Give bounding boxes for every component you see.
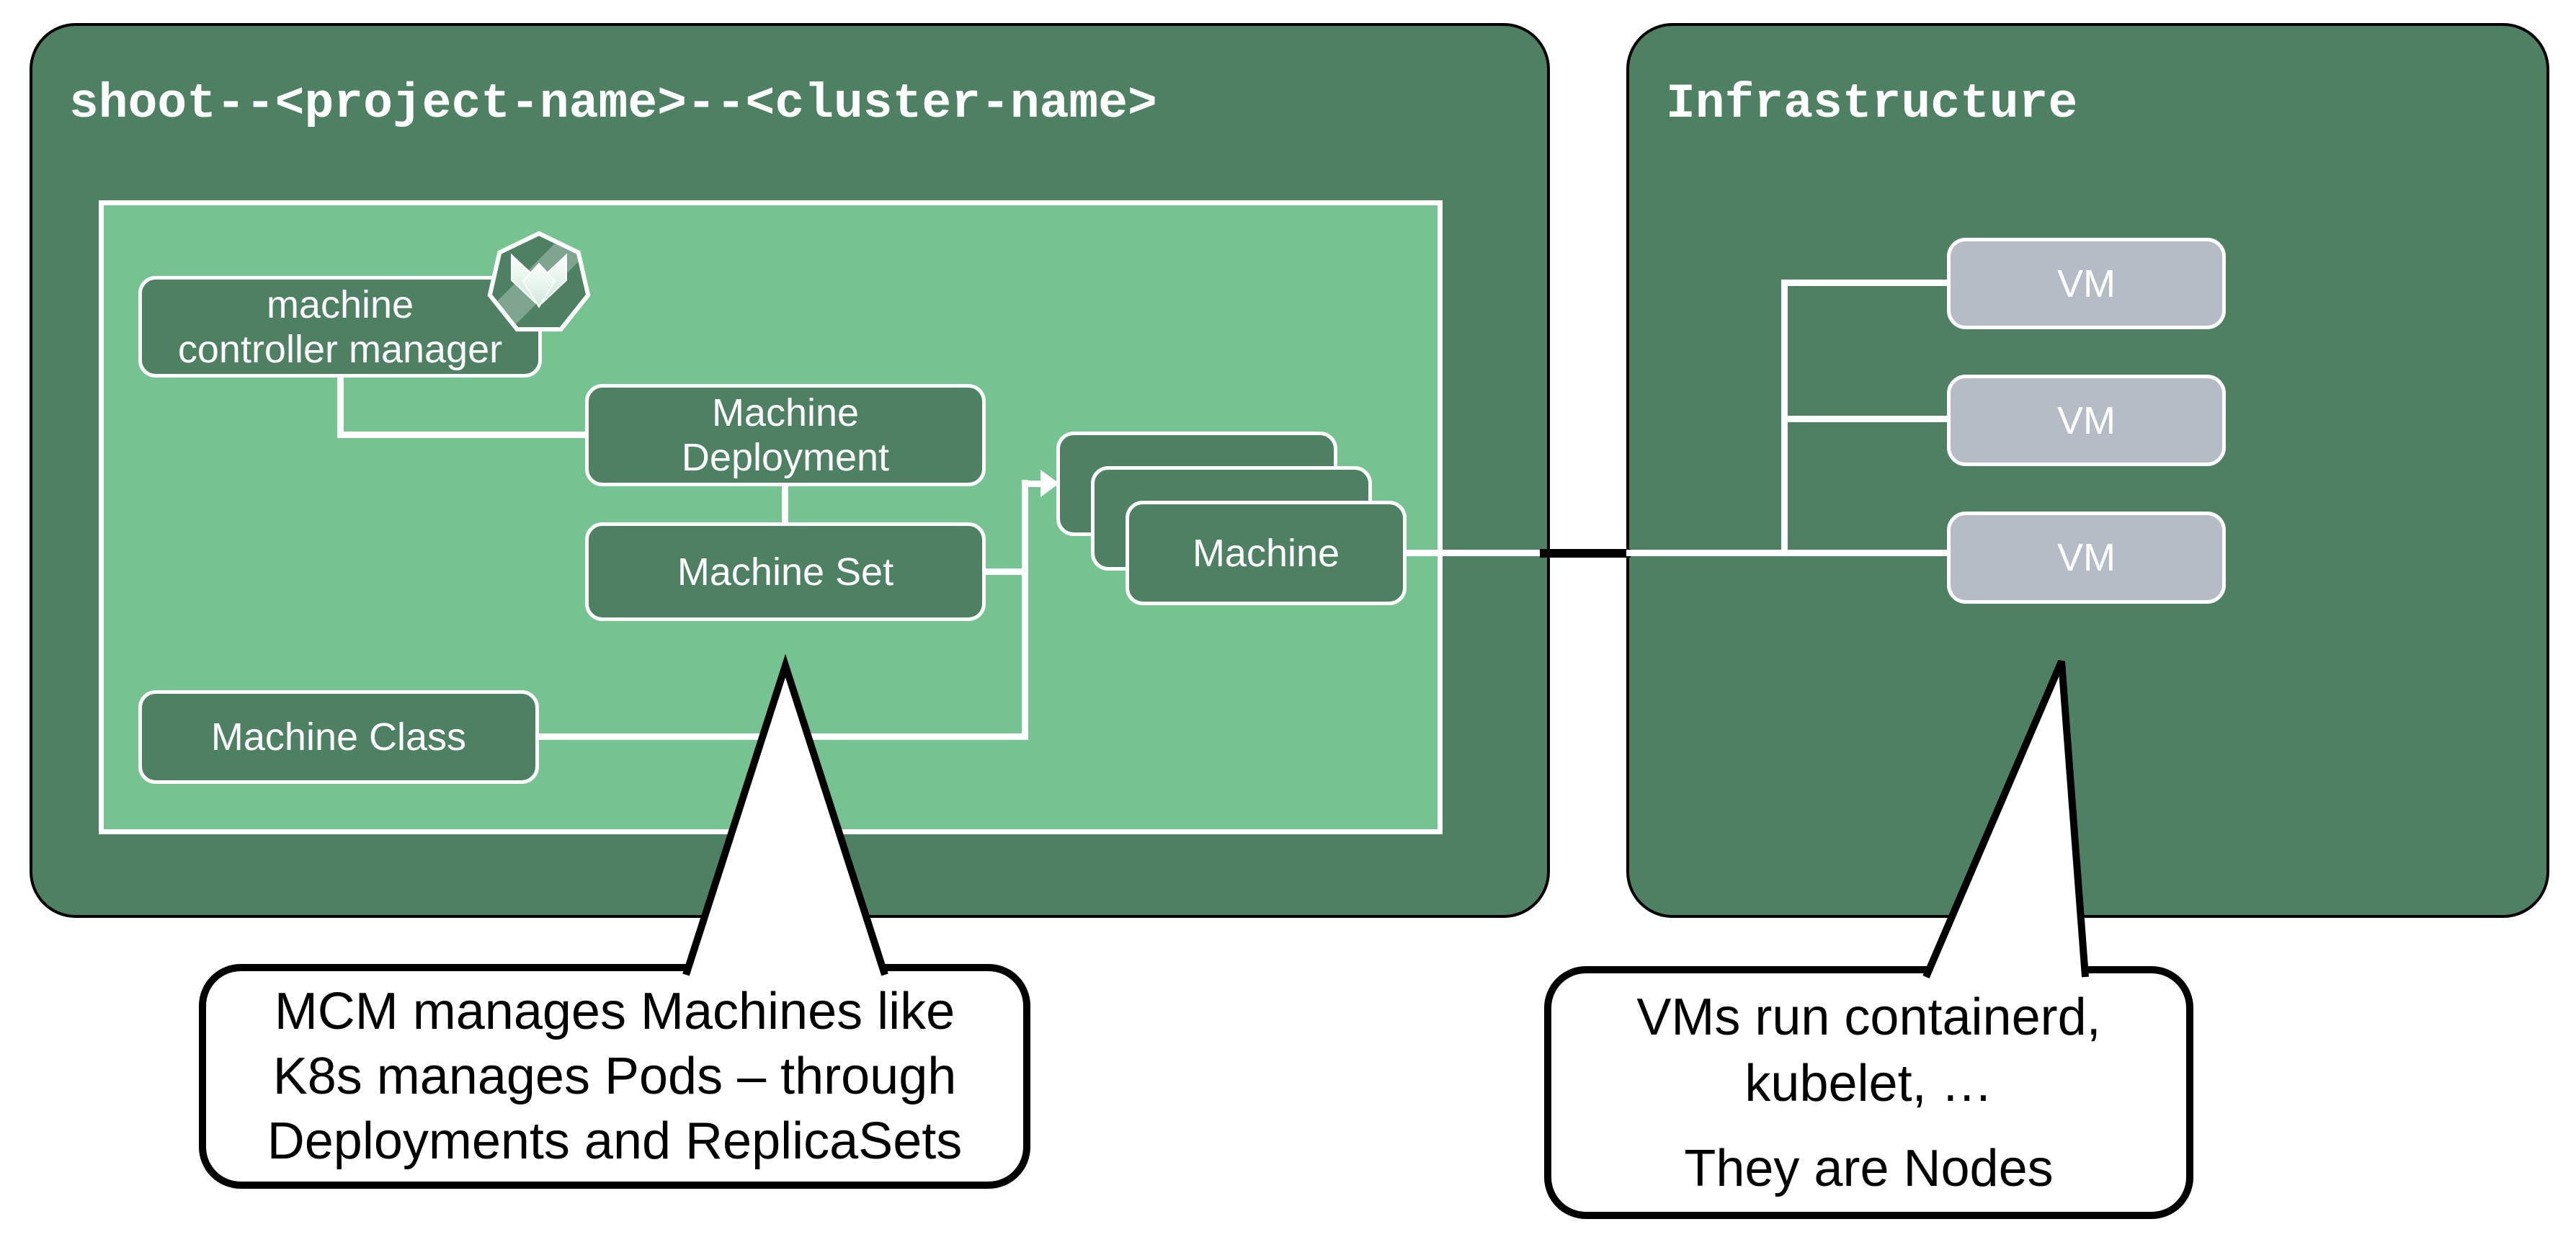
vm-box-3: VM <box>1947 512 2226 604</box>
connector-arrow-stub <box>1022 481 1043 487</box>
machine-deployment-line1: Machine <box>711 391 860 434</box>
machine-controller-manager-box: machine controller manager <box>138 276 542 378</box>
mcm-note-callout: MCM manages Machines like K8s manages Po… <box>199 964 1030 1189</box>
machine-stack-front: Machine <box>1126 501 1407 605</box>
machine-class-label: Machine Class <box>210 715 467 759</box>
connector-panel-gap-black <box>1540 549 1631 558</box>
machine-set-label: Machine Set <box>677 550 894 594</box>
machine-stack-label: Machine <box>1192 531 1340 575</box>
mcm-note-line2: K8s manages Pods – through <box>272 1048 957 1105</box>
vm-note-line2: kubelet, … <box>1744 1054 1993 1112</box>
vm2-label: VM <box>2057 398 2116 442</box>
vm-box-1: VM <box>1947 238 2226 329</box>
connector-machine-to-edge <box>1405 550 1544 556</box>
connector-deployment-to-set <box>782 483 788 526</box>
vm-note-line3: They are Nodes <box>1684 1139 2054 1197</box>
gardener-logo-icon <box>483 228 594 339</box>
machine-class-box: Machine Class <box>138 690 539 784</box>
mcm-label-line1: machine <box>266 282 414 326</box>
connector-bus-to-vm1 <box>1781 280 1950 286</box>
mcm-note-line1: MCM manages Machines like <box>274 983 955 1040</box>
tulip-center-bud <box>522 262 556 308</box>
shoot-panel-title: shoot--<project-name>--<cluster-name> <box>69 76 1157 132</box>
infrastructure-panel <box>1626 23 2549 918</box>
connector-class-to-bus <box>535 733 1028 740</box>
connector-set-to-bus <box>984 568 1028 575</box>
mcm-note-line3: Deployments and ReplicaSets <box>267 1112 963 1170</box>
machine-deployment-box: Machine Deployment <box>585 384 986 486</box>
mcm-label-line2: controller manager <box>177 327 503 371</box>
vm1-label: VM <box>2057 262 2116 305</box>
machine-deployment-line2: Deployment <box>681 436 890 479</box>
connector-mcm-vertical <box>337 375 344 438</box>
connector-bus-vertical <box>1022 480 1028 740</box>
machine-set-box: Machine Set <box>585 522 986 621</box>
vm-box-2: VM <box>1947 375 2226 466</box>
vm-note-line1: VMs run containerd, <box>1636 988 2101 1046</box>
connector-edge-to-vm3 <box>1626 550 1950 556</box>
vm-note-callout: VMs run containerd, kubelet, … They are … <box>1544 966 2193 1219</box>
vm3-label: VM <box>2057 536 2116 579</box>
connector-mcm-to-deployment <box>337 432 593 438</box>
infrastructure-panel-title: Infrastructure <box>1666 76 2078 132</box>
connector-bus-to-vm2 <box>1781 416 1950 422</box>
